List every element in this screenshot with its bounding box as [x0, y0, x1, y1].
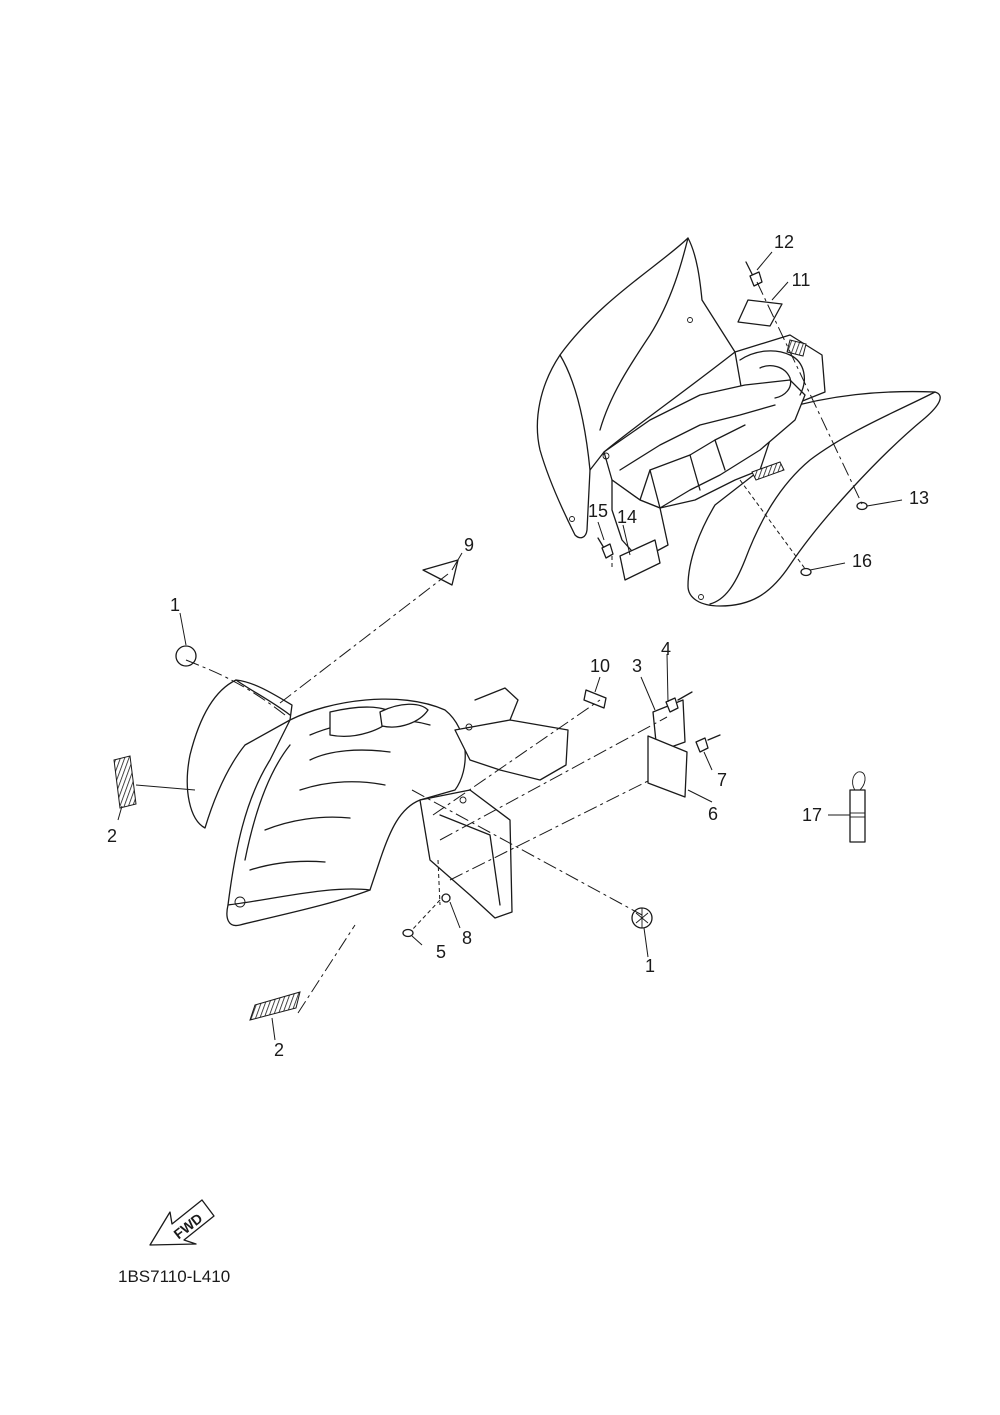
part-6-plate — [647, 735, 688, 798]
part-8-nut — [441, 893, 451, 903]
callout-1-bottom: 1 — [645, 956, 655, 976]
callout-7: 7 — [717, 770, 727, 790]
part-2-decal-left — [113, 755, 137, 809]
part-15-screw — [597, 537, 614, 559]
front-fender — [186, 679, 569, 927]
callout-9: 9 — [464, 535, 474, 555]
callout-1-top: 1 — [170, 595, 180, 615]
part-17-tag — [849, 771, 866, 843]
callout-2-left: 2 — [107, 826, 117, 846]
callout-11: 11 — [792, 270, 811, 290]
rear-fender — [536, 237, 941, 607]
diagram-code: 1BS7110-L410 — [118, 1267, 230, 1286]
fwd-arrow-icon: FWD — [149, 1199, 215, 1246]
callout-13: 13 — [909, 488, 929, 508]
callout-8: 8 — [462, 928, 472, 948]
callout-15: 15 — [588, 501, 608, 521]
callout-17: 17 — [802, 805, 822, 825]
callout-2-bottom: 2 — [274, 1040, 284, 1060]
callout-3: 3 — [632, 656, 642, 676]
part-16-nut — [800, 567, 812, 577]
part-11-label — [737, 299, 783, 327]
callout-5: 5 — [436, 942, 446, 962]
part-12-screw — [745, 261, 763, 287]
part-1-emblem-top — [175, 645, 197, 667]
part-10-label — [583, 689, 607, 709]
callout-12: 12 — [774, 232, 794, 252]
part-9-label — [422, 559, 459, 586]
part-2-decal-bottom — [249, 991, 301, 1021]
callout-10: 10 — [590, 656, 610, 676]
part-14-label — [619, 539, 661, 581]
callout-6: 6 — [708, 804, 718, 824]
callout-4: 4 — [661, 639, 671, 659]
part-4-screw — [665, 691, 693, 713]
part-7-screw — [695, 734, 721, 753]
callout-14: 14 — [617, 507, 637, 527]
callout-16: 16 — [852, 551, 872, 571]
part-5-nut — [402, 928, 414, 938]
